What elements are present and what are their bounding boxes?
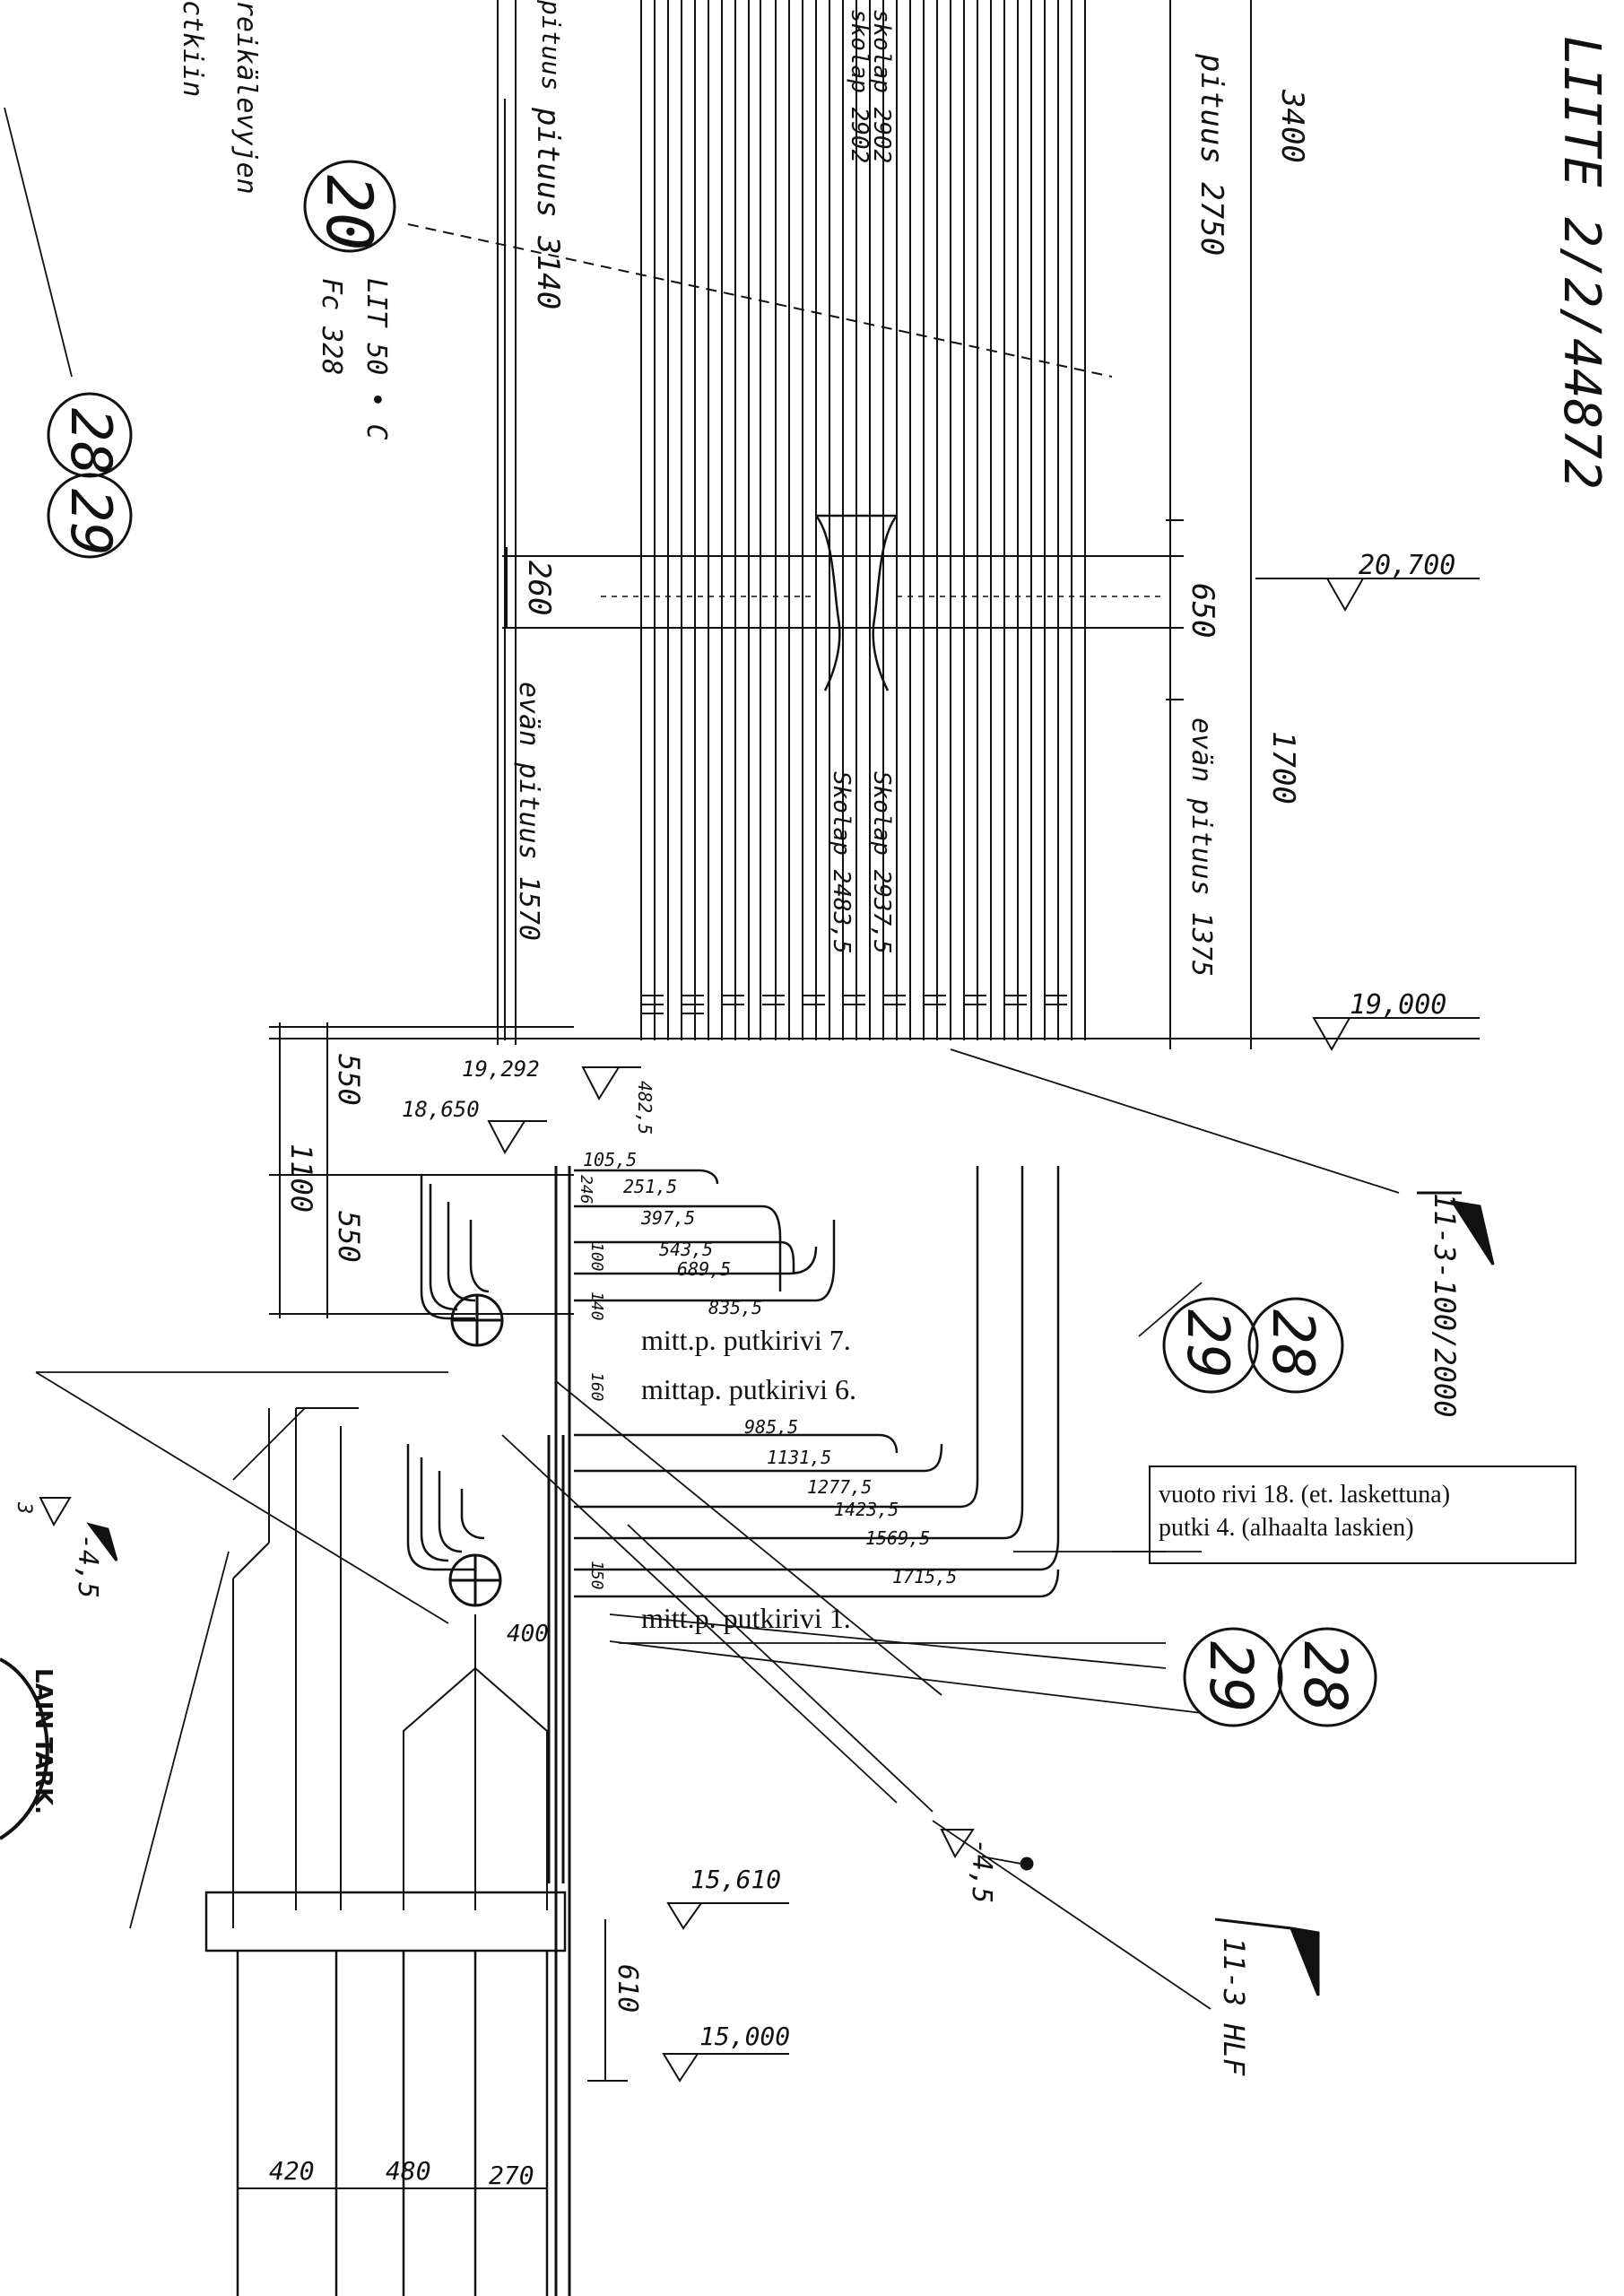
header-flange bbox=[815, 514, 898, 691]
dim-480: 480 bbox=[386, 2156, 431, 2186]
small-dim-105: 105,5 bbox=[583, 1149, 637, 1170]
callout-28-mid bbox=[1247, 1297, 1344, 1394]
evan-1375: evän pituus 1375 bbox=[1185, 718, 1217, 977]
left-dimension-brackets bbox=[269, 1022, 574, 1318]
item20-line1: LIT 50 • C bbox=[360, 278, 392, 440]
dim-650: 650 bbox=[1185, 583, 1220, 638]
small-dim-1423: 1423,5 bbox=[834, 1499, 899, 1520]
level-18650: 18,650 bbox=[402, 1097, 480, 1122]
note-box bbox=[1149, 1465, 1576, 1564]
section-flags bbox=[86, 1191, 1495, 1996]
pipe-bends bbox=[406, 1166, 1060, 1598]
label-putkirivi-6: mittap. putkirivi 6. bbox=[641, 1373, 856, 1405]
evan-1570: evän pituus 1570 bbox=[513, 682, 544, 941]
callout-29-mid-label: 29 bbox=[1174, 1309, 1240, 1378]
fragment-ctkiin: ctkiin bbox=[177, 0, 208, 97]
small-dim-835: 835,5 bbox=[708, 1297, 762, 1318]
small-dim-689: 689,5 bbox=[677, 1258, 731, 1280]
dim-610: 610 bbox=[612, 1964, 643, 2013]
callout-28-bottom-label: 28 bbox=[1290, 1641, 1359, 1712]
small-150: 150 bbox=[587, 1561, 606, 1590]
callout-29-bottom bbox=[1183, 1627, 1283, 1727]
note-line-2: putki 4. (alhaalta laskien) bbox=[1159, 1514, 1414, 1542]
small-246: 246 bbox=[577, 1175, 595, 1205]
callout-29-bottom-label: 29 bbox=[1196, 1641, 1265, 1712]
small-dim-1715: 1715,5 bbox=[892, 1566, 957, 1587]
small-dim-985: 985,5 bbox=[744, 1416, 798, 1438]
level-20700: 20,700 bbox=[1359, 550, 1455, 581]
label-putkirivi-7: mitt.p. putkirivi 7. bbox=[641, 1324, 851, 1356]
note-line-1: vuoto rivi 18. (et. laskettuna) bbox=[1159, 1481, 1450, 1509]
callout-28-bottom bbox=[1277, 1627, 1377, 1727]
dim-2750: pituus 2750 bbox=[1194, 53, 1229, 256]
stamp-text: LAIN TARK. bbox=[30, 1668, 56, 1814]
dim-3400: 3400 bbox=[1274, 89, 1310, 163]
stamp-arc bbox=[0, 1657, 49, 1840]
small-dim-251: 251,5 bbox=[623, 1176, 677, 1197]
small-dim-397: 397,5 bbox=[640, 1207, 695, 1229]
small-dim-543: 543,5 bbox=[659, 1239, 713, 1260]
dim-420: 420 bbox=[269, 2156, 315, 2186]
small-160: 160 bbox=[587, 1372, 606, 1402]
dim-260: 260 bbox=[521, 561, 557, 615]
dim-550-a: 550 bbox=[332, 1054, 366, 1106]
skolap-2902-a: skolap 2902 bbox=[846, 9, 873, 163]
item20-line2: Fc 328 bbox=[316, 278, 347, 375]
section-minus-4-5-a: -4,5 bbox=[966, 1839, 997, 1903]
dim-550-b: 550 bbox=[332, 1211, 366, 1263]
callout-28-top bbox=[47, 392, 133, 478]
leader-lines bbox=[4, 107, 1400, 2010]
callout-circles bbox=[47, 160, 1377, 1727]
dim-270: 270 bbox=[489, 2161, 534, 2190]
level-markers bbox=[39, 578, 1480, 2083]
leader-20 bbox=[407, 223, 1113, 378]
skolap-2937: Skolap 2937,5 bbox=[868, 771, 895, 954]
level-19000: 19,000 bbox=[1350, 989, 1446, 1021]
base-plate bbox=[204, 1891, 567, 2296]
small-dim-1277: 1277,5 bbox=[807, 1476, 872, 1498]
small-140: 140 bbox=[587, 1292, 606, 1321]
dim-1700: 1700 bbox=[1265, 731, 1301, 804]
small-100: 100 bbox=[587, 1242, 606, 1272]
callout-29-top bbox=[47, 473, 133, 559]
callout-29-top-label: 29 bbox=[58, 489, 124, 556]
label-putkirivi-1: mitt.p. putkirivi 1. bbox=[641, 1602, 851, 1634]
dim-400: 400 bbox=[507, 1621, 549, 1648]
small-dim-1569: 1569,5 bbox=[865, 1527, 930, 1549]
callout-20 bbox=[303, 160, 396, 253]
tube-lines bbox=[497, 0, 1086, 1045]
section-11-3-100-2000: 11-3-100/2000 bbox=[1428, 1193, 1462, 1417]
fragment-pituus: pituus bbox=[536, 0, 566, 91]
callout-29-mid bbox=[1162, 1297, 1259, 1394]
dim-1100: 1100 bbox=[284, 1144, 318, 1213]
section-11-3-hlf: 11-3 HLF bbox=[1217, 1937, 1251, 2076]
small-dim-1131: 1131,5 bbox=[767, 1447, 831, 1468]
manifold-bars bbox=[547, 1166, 571, 2296]
level-19292: 19,292 bbox=[462, 1057, 540, 1082]
skolap-2902-b: skolap 2902 bbox=[868, 9, 895, 163]
tube-hatches bbox=[641, 995, 1067, 1014]
bottom-dimension bbox=[238, 1919, 628, 2189]
skolap-2483: Skolap 2483,5 bbox=[828, 771, 855, 954]
callout-20-label: 20 bbox=[312, 175, 386, 250]
small-dim-482: 482,5 bbox=[634, 1081, 656, 1135]
level-15610: 15,610 bbox=[690, 1865, 781, 1894]
dim-3140: pituus 3140 bbox=[530, 107, 566, 309]
header-circles bbox=[448, 1293, 504, 1607]
branch-lines bbox=[232, 1407, 548, 1928]
section-3: 3 bbox=[13, 1501, 35, 1514]
callout-28-top-label: 28 bbox=[58, 408, 124, 475]
level-15000: 15,000 bbox=[699, 2022, 790, 2051]
section-minus-4-5-b: -4,5 bbox=[72, 1534, 103, 1598]
dimension-verticals bbox=[504, 0, 1252, 1049]
title-ref: LIITE 2/2/44872 bbox=[1552, 36, 1611, 490]
fragment-reikalevyjen: reikälevyjen bbox=[230, 0, 262, 195]
callout-28-mid-label: 28 bbox=[1259, 1309, 1325, 1378]
